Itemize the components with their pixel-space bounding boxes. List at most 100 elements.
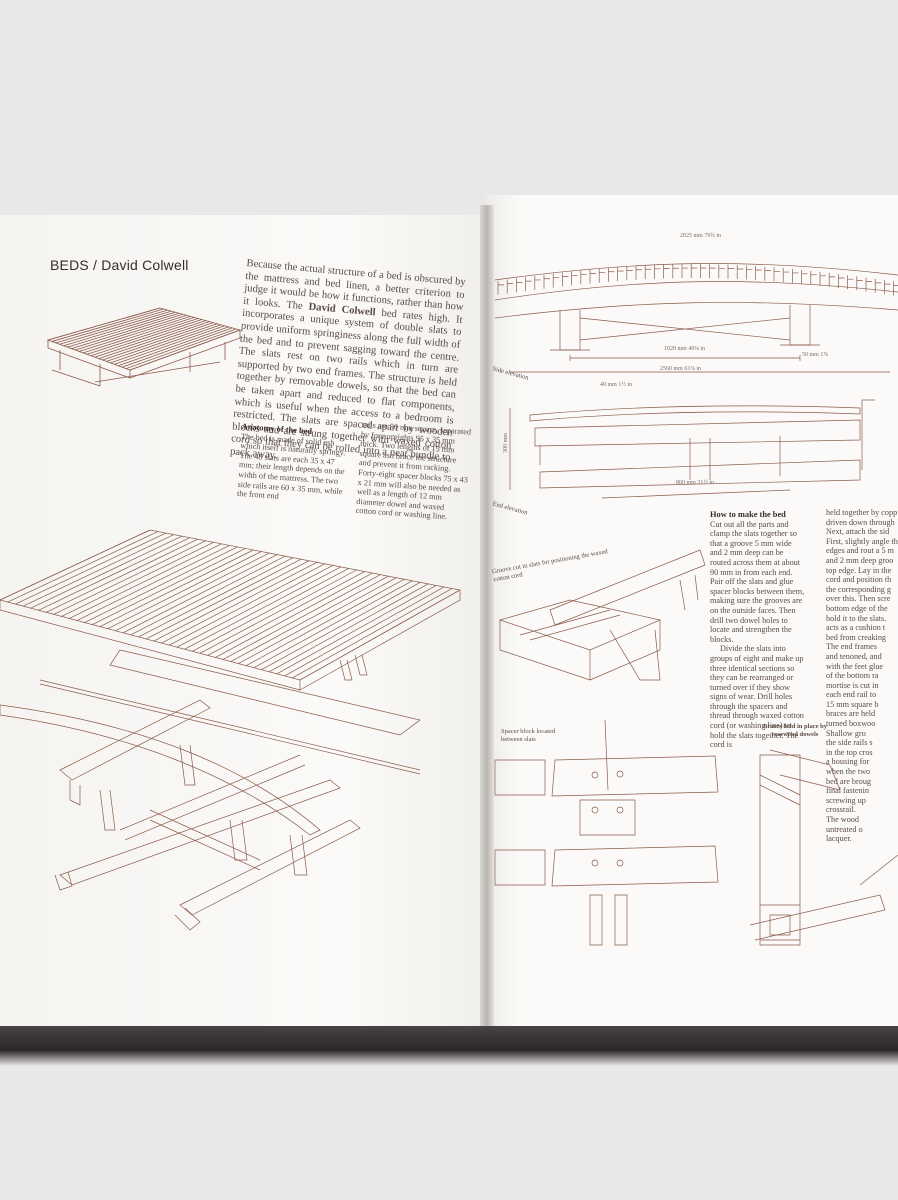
how-to-col2-line: the corresponding g <box>826 584 892 594</box>
end-elevation-drawing <box>509 399 875 499</box>
anatomy-text-1: The bed is made of solid ash which itsel… <box>236 431 346 501</box>
how-to-col2-line: top edge. Lay in the <box>826 565 892 575</box>
slat-line <box>571 271 578 286</box>
slat-line <box>284 586 445 677</box>
dimension-slat: 40 mm 1½ in <box>600 382 633 388</box>
slat-line <box>47 307 161 341</box>
brace-detail-drawing <box>749 749 898 946</box>
slat-line <box>654 264 661 279</box>
slat-line <box>145 558 302 640</box>
slat-line <box>55 309 168 344</box>
slat-line <box>727 264 734 279</box>
slat-line <box>690 264 698 279</box>
how-to-col2-line: First, slightly angle th <box>826 536 898 546</box>
slat-line <box>801 269 808 284</box>
slat-line <box>299 589 461 681</box>
slat-line <box>245 578 405 666</box>
slat-line <box>534 275 541 290</box>
slat-line <box>755 265 762 280</box>
slat-line <box>681 264 688 279</box>
slat-line <box>153 560 310 642</box>
how-to-col2-line: over this. Then scre <box>826 594 891 604</box>
slat-line <box>92 548 246 625</box>
how-to-col2-line: 15 mm square b <box>826 699 879 709</box>
slat-line <box>161 561 318 644</box>
slat-line <box>562 272 569 287</box>
slat-line <box>53 540 206 615</box>
slat-line <box>718 264 725 279</box>
slat-line <box>138 557 294 638</box>
dimension-end-width: 800 mm 31½ in <box>676 480 715 486</box>
how-to-col2-line: turned boxwoo <box>826 719 876 729</box>
dimension-top: 2025 mm 79¾ in <box>680 233 722 239</box>
slat-line <box>184 566 341 650</box>
slat-line <box>125 328 237 369</box>
slat-line <box>838 274 845 289</box>
exploded-bed-diagram <box>0 529 462 931</box>
slat-line <box>516 278 523 293</box>
book-spine <box>480 205 494 1035</box>
slat-line <box>59 310 172 345</box>
slat-line <box>276 585 437 675</box>
slat-line <box>292 588 453 679</box>
slat-line <box>7 531 159 603</box>
slat-line <box>253 580 413 668</box>
anatomy-text-2: rails are 50 mm square, separated by fou… <box>355 420 472 522</box>
slat-line <box>98 321 210 359</box>
how-to-col2-line: untreated o <box>826 824 863 834</box>
slat-line <box>129 329 241 371</box>
slat-line <box>764 266 771 281</box>
slat-line <box>635 265 642 280</box>
slat-line <box>110 324 222 364</box>
slat-line <box>114 325 225 365</box>
how-to-col2-line: of the bottom ra <box>826 671 879 681</box>
slat-line <box>819 271 826 286</box>
how-to-column-1: How to make the bed Cut out all the part… <box>710 510 805 750</box>
slat-line <box>238 577 397 664</box>
slat-line <box>810 270 817 285</box>
slat-line <box>199 569 357 654</box>
slat-line <box>102 322 214 361</box>
slat-line <box>865 277 872 292</box>
how-to-col2-line: mortise is cut in <box>826 680 879 690</box>
anatomy-column-2: rails are 50 mm square, separated by fou… <box>355 420 471 523</box>
slat-line <box>130 555 286 636</box>
dimension-total: 2560 mm 61⅛ in <box>660 366 702 372</box>
how-to-col2-line: and 2 mm deep groo <box>826 555 894 565</box>
groove-detail-drawing <box>498 549 706 681</box>
how-to-col2-line: screwing up <box>826 795 866 805</box>
how-to-para-1: Cut out all the parts and clamp the slat… <box>710 519 805 644</box>
slat-line <box>792 268 799 283</box>
slat-line <box>79 315 191 352</box>
how-to-col2-line: a housing for <box>826 757 870 767</box>
label-braces: Braces held in place by rosewood dowels <box>763 723 827 738</box>
slat-line <box>215 572 373 658</box>
slat-line <box>589 269 596 284</box>
slat-line <box>84 546 238 623</box>
slat-line <box>828 272 836 287</box>
dimension-small: 50 mm 1⅞ <box>802 352 828 358</box>
slat-line <box>22 534 174 607</box>
how-to-col2-line: edges and rout a 5 m <box>826 546 894 556</box>
slat-line <box>67 312 180 348</box>
how-to-col2-line: Next, attach the sid <box>826 527 890 537</box>
right-page <box>486 195 898 1035</box>
slat-line <box>617 267 624 282</box>
how-to-col2-line: and tenoned, and <box>826 651 882 661</box>
how-to-col2-line: crossrail. <box>826 805 856 815</box>
slat-line <box>874 278 882 293</box>
slat-line <box>700 264 707 279</box>
slat-line <box>169 563 326 646</box>
slat-line <box>663 264 670 279</box>
how-to-col2-line: bottom edge of the <box>826 603 888 613</box>
how-to-col2-line: acts as a cushion t <box>826 623 886 633</box>
how-to-col2-line: bed from creaking <box>826 632 887 642</box>
how-to-heading: How to make the bed <box>710 510 786 519</box>
slat-line <box>107 551 262 630</box>
slat-line <box>122 327 233 368</box>
how-to-col2-line: lacquer. <box>826 834 852 844</box>
slat-line <box>672 264 679 279</box>
how-to-col2-line: the side rails s <box>826 738 873 748</box>
slat-line <box>115 552 270 632</box>
slat-line <box>118 326 229 367</box>
